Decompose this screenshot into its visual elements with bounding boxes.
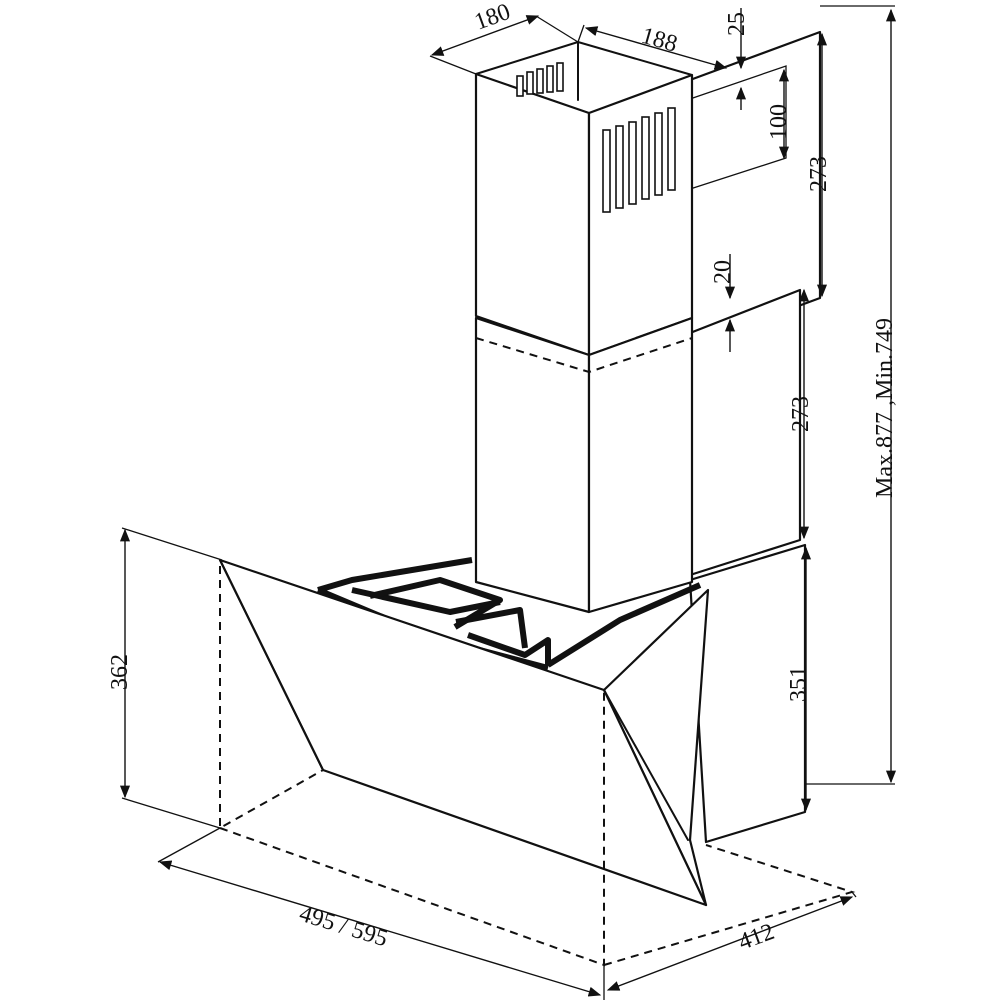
label-upper-chimney-height: 273 bbox=[806, 156, 832, 192]
front-vent-slots bbox=[602, 107, 676, 213]
label-chimney-width: 188 bbox=[638, 23, 680, 58]
label-total-height: Max.877 ,Min.749 bbox=[872, 318, 898, 498]
label-vent-height: 100 bbox=[766, 104, 792, 140]
label-lower-chimney-height: 273 bbox=[788, 396, 814, 432]
dimension-lines bbox=[119, 5, 897, 1000]
upper-chimney bbox=[474, 41, 694, 357]
label-hood-height-front: 362 bbox=[107, 654, 133, 690]
label-hood-width: 495 / 595 bbox=[296, 901, 390, 952]
lower-chimney bbox=[474, 316, 694, 614]
label-overlap: 20 bbox=[710, 260, 736, 284]
label-chimney-depth: 180 bbox=[471, 0, 514, 36]
label-hood-height-back: 351 bbox=[786, 666, 812, 702]
label-vent-offset: 25 bbox=[724, 12, 750, 36]
rear-vent-slots bbox=[516, 62, 564, 97]
wall-bracket-plate bbox=[686, 30, 822, 844]
